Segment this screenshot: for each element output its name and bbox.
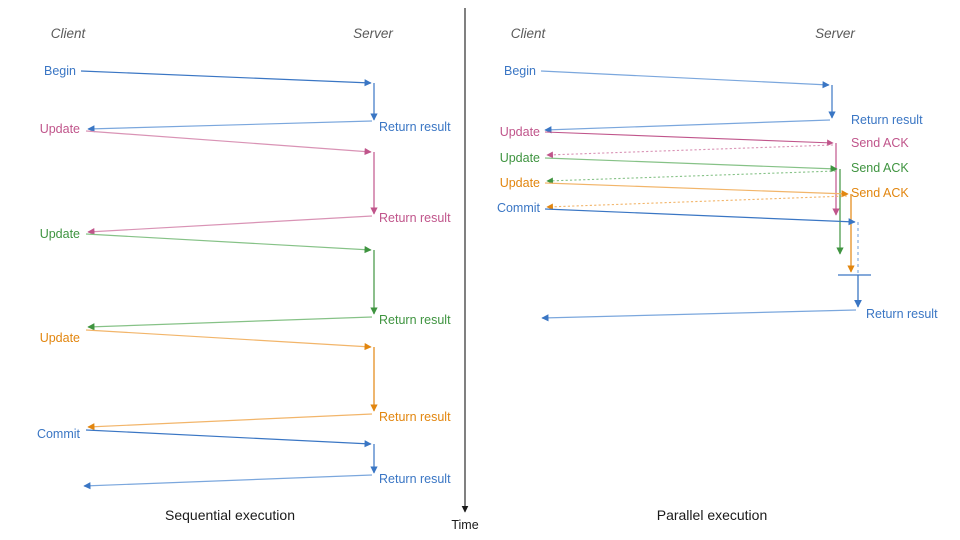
left-return-orange-label: Return result	[379, 410, 451, 424]
left-msg-return-pink: Return result	[87, 211, 451, 236]
right-ack-green-label: Send ACK	[851, 161, 909, 175]
left-update-green-arrow	[85, 233, 372, 254]
right-commit-label: Commit	[497, 201, 541, 215]
left-msg-update-orange: Update	[40, 329, 372, 351]
right-msg-begin: Begin	[504, 64, 830, 89]
left-msg-update-pink: Update	[40, 122, 372, 156]
time-axis-label: Time	[451, 518, 478, 532]
right-ack-orange-arrow	[546, 195, 848, 211]
left-return-green-arrow	[87, 316, 373, 331]
panel-parallel: Client Server Begin Return result Update…	[497, 26, 938, 523]
right-ack-orange-label: Send ACK	[851, 186, 909, 200]
left-msg-update-green: Update	[40, 227, 372, 254]
left-update-pink-label: Update	[40, 122, 80, 136]
right-msg-update-orange: Update	[500, 176, 849, 198]
left-msg-return-blue-2: Return result	[83, 472, 451, 490]
left-client-actor-label: Client	[51, 26, 87, 41]
right-msg-return-blue-1: Return result	[544, 113, 923, 134]
right-ack-pink-arrow	[546, 144, 834, 159]
left-msg-return-orange: Return result	[87, 410, 451, 431]
left-update-orange-arrow	[85, 329, 372, 351]
right-msg-return-blue-2: Return result	[541, 307, 938, 322]
right-client-actor-label: Client	[511, 26, 547, 41]
right-begin-arrow	[540, 70, 830, 89]
left-msg-return-blue-1: Return result	[87, 120, 451, 134]
left-return-blue-1-arrow	[87, 120, 373, 133]
right-begin-label: Begin	[504, 64, 536, 78]
left-begin-arrow	[80, 70, 372, 87]
left-msg-begin: Begin	[44, 64, 372, 87]
right-ack-green-arrow	[546, 170, 837, 185]
left-update-pink-arrow	[85, 130, 372, 156]
left-begin-label: Begin	[44, 64, 76, 78]
left-update-green-label: Update	[40, 227, 80, 241]
right-return-blue-2-arrow	[541, 309, 857, 322]
left-return-blue-2-label: Return result	[379, 472, 451, 486]
right-update-orange-label: Update	[500, 176, 540, 190]
panel-sequential: Client Server Begin Return result Update	[37, 26, 451, 523]
right-msg-update-pink: Update	[500, 125, 834, 147]
left-msg-commit: Commit	[37, 427, 372, 448]
right-panel-caption: Parallel execution	[657, 507, 768, 523]
left-commit-label: Commit	[37, 427, 81, 441]
right-commit-arrow	[544, 208, 856, 226]
left-return-blue-1-label: Return result	[379, 120, 451, 134]
left-server-actor-label: Server	[353, 26, 393, 41]
right-return-blue-2-label: Return result	[866, 307, 938, 321]
time-axis: Time	[451, 8, 479, 532]
left-update-orange-label: Update	[40, 331, 80, 345]
right-update-green-label: Update	[500, 151, 540, 165]
left-commit-arrow	[85, 429, 372, 448]
left-return-orange-arrow	[87, 413, 373, 431]
right-return-blue-1-arrow	[544, 119, 831, 134]
right-server-actor-label: Server	[815, 26, 855, 41]
right-update-pink-arrow	[544, 131, 834, 147]
right-update-green-arrow	[544, 157, 838, 173]
right-msg-update-green: Update	[500, 151, 838, 173]
left-return-blue-2-arrow	[83, 474, 373, 490]
left-panel-caption: Sequential execution	[165, 507, 295, 523]
right-update-pink-label: Update	[500, 125, 540, 139]
right-ack-pink-label: Send ACK	[851, 136, 909, 150]
left-msg-return-green: Return result	[87, 313, 451, 331]
right-return-blue-1-label: Return result	[851, 113, 923, 127]
right-update-orange-arrow	[544, 182, 849, 198]
left-return-pink-label: Return result	[379, 211, 451, 225]
left-return-green-label: Return result	[379, 313, 451, 327]
left-return-pink-arrow	[87, 215, 373, 236]
right-msg-commit: Commit	[497, 201, 856, 226]
